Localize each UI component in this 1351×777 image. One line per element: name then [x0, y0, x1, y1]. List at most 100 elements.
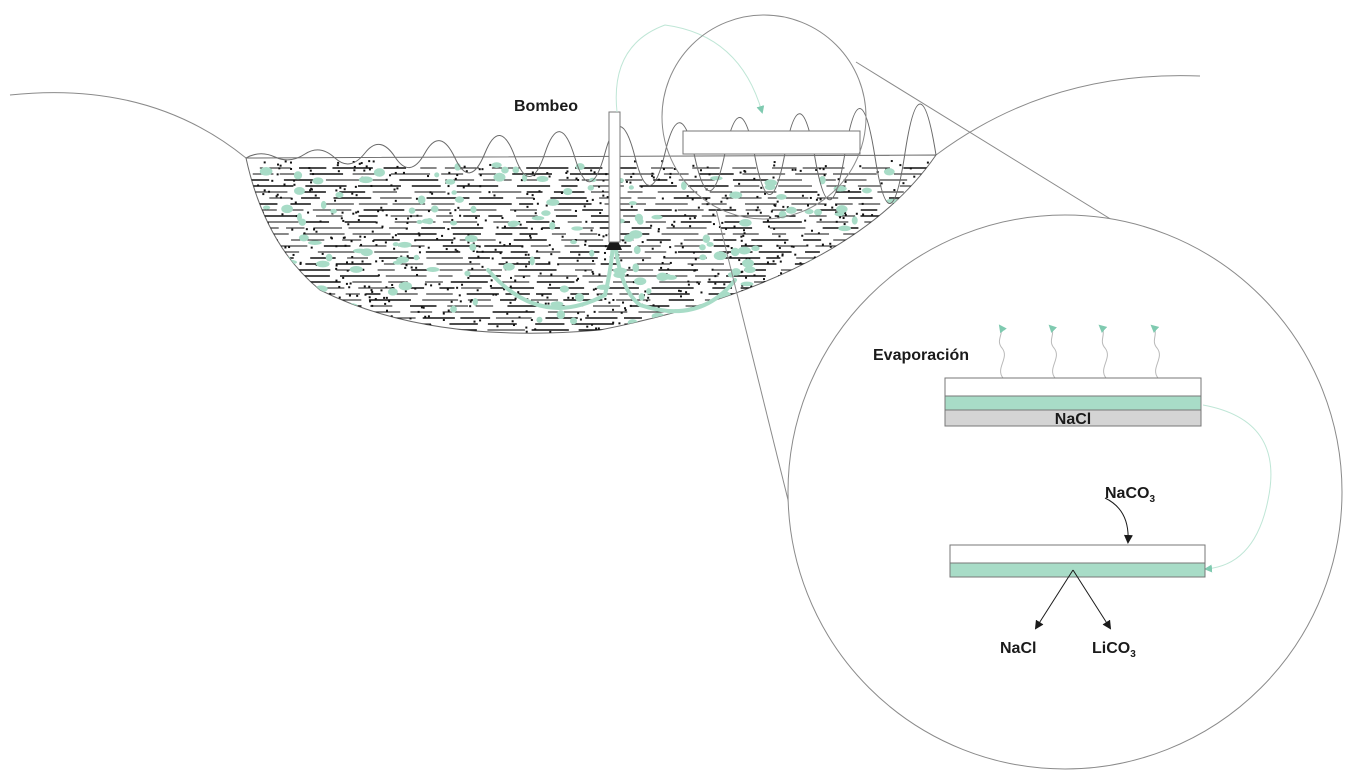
sediment-dot — [801, 303, 804, 306]
sediment-dot — [590, 229, 593, 232]
sediment-dot — [353, 169, 356, 172]
sediment-dot — [721, 322, 724, 325]
sediment-dot — [848, 244, 851, 247]
sediment-dot — [372, 160, 375, 163]
sediment-dot — [714, 275, 717, 278]
brine-blob — [634, 213, 643, 223]
sediment-dot — [255, 310, 258, 313]
sediment-dot — [289, 161, 292, 164]
sediment-dot — [407, 217, 410, 220]
sediment-dot — [899, 164, 902, 167]
sediment-dot — [910, 203, 913, 206]
sediment-dot — [693, 329, 696, 332]
brine-blob — [426, 267, 440, 272]
sediment-dot — [351, 319, 354, 322]
brine-blob — [559, 285, 569, 293]
sediment-dot — [324, 319, 327, 322]
sediment-dot — [666, 321, 669, 324]
sediment-dot — [837, 281, 840, 284]
sediment-dot — [531, 194, 534, 197]
sediment-dot — [897, 229, 900, 232]
sediment-dot — [358, 162, 361, 165]
sediment-dot — [293, 179, 296, 182]
sediment-dot — [825, 302, 828, 305]
sediment-dot — [756, 206, 759, 209]
sediment-dot — [449, 212, 452, 215]
sediment-dot — [271, 272, 274, 275]
brine-blob — [819, 176, 826, 185]
brine-blob — [335, 191, 344, 198]
sediment-dot — [866, 256, 869, 259]
sediment-dot — [262, 193, 265, 196]
sediment-dot — [354, 185, 357, 188]
brine-blob — [293, 326, 304, 332]
sediment-dot — [385, 296, 388, 299]
sediment-dot — [881, 250, 884, 253]
sediment-dot — [352, 161, 355, 164]
sediment-dot — [657, 228, 660, 231]
sediment-dot — [357, 219, 360, 222]
sediment-dot — [717, 272, 720, 275]
sediment-dot — [467, 183, 470, 186]
sediment-dot — [360, 162, 363, 165]
sediment-dot — [374, 326, 377, 329]
sediment-dot — [424, 283, 427, 286]
right-slope — [935, 75, 1201, 156]
sediment-dot — [584, 243, 587, 246]
brine-blob — [493, 172, 506, 182]
sediment-dot — [740, 235, 743, 238]
sediment-dot — [923, 187, 926, 190]
sediment-dot — [791, 168, 794, 171]
sediment-dot — [467, 276, 470, 279]
brine-blob — [823, 296, 831, 302]
brine-blob — [431, 205, 439, 213]
brine-blob — [541, 210, 551, 216]
sediment-dot — [579, 318, 582, 321]
sediment-dot — [294, 320, 297, 323]
sediment-dot — [689, 225, 692, 228]
sediment-dot — [624, 309, 627, 312]
sediment-dot — [651, 247, 654, 250]
sediment-dot — [716, 302, 719, 305]
brine-blob — [434, 172, 440, 178]
brine-blob — [706, 242, 714, 247]
sediment-dot — [831, 206, 834, 209]
sediment-dot — [897, 248, 900, 251]
sediment-dot — [509, 301, 512, 304]
sediment-dot — [368, 160, 371, 163]
sediment-dot — [630, 175, 633, 178]
sediment-dot — [302, 289, 305, 292]
sediment-dot — [778, 334, 780, 336]
brine-blob — [470, 205, 477, 214]
brine-blob — [398, 281, 413, 291]
sediment-dot — [297, 317, 300, 320]
brine-blob — [330, 208, 337, 214]
sediment-dot — [493, 194, 496, 197]
sediment-dot — [341, 211, 344, 214]
sediment-dot — [335, 264, 338, 267]
sediment-dot — [691, 335, 693, 337]
sediment-dot — [819, 167, 822, 170]
brine-blob — [710, 176, 723, 181]
sediment-dot — [727, 245, 730, 248]
sediment-dot — [409, 317, 412, 320]
brine-blob — [403, 325, 412, 333]
sediment-dot — [454, 209, 457, 212]
sediment-dot — [381, 259, 384, 262]
sediment-dot — [786, 206, 789, 209]
sediment-dot — [626, 325, 629, 328]
brine-blob — [301, 284, 312, 293]
brine-blob — [681, 181, 687, 190]
sediment-dot — [373, 314, 376, 317]
sediment-dot — [652, 304, 655, 307]
sediment-dot — [274, 327, 277, 330]
sediment-dot — [661, 197, 664, 200]
brine-blob — [293, 171, 303, 180]
sediment-dot — [819, 198, 822, 201]
sediment-dot — [445, 248, 448, 251]
product-arrows — [1034, 569, 1112, 630]
sediment-dot — [898, 216, 901, 219]
sediment-dot — [798, 295, 801, 298]
sediment-dot — [520, 179, 523, 182]
sediment-dot — [810, 229, 813, 232]
